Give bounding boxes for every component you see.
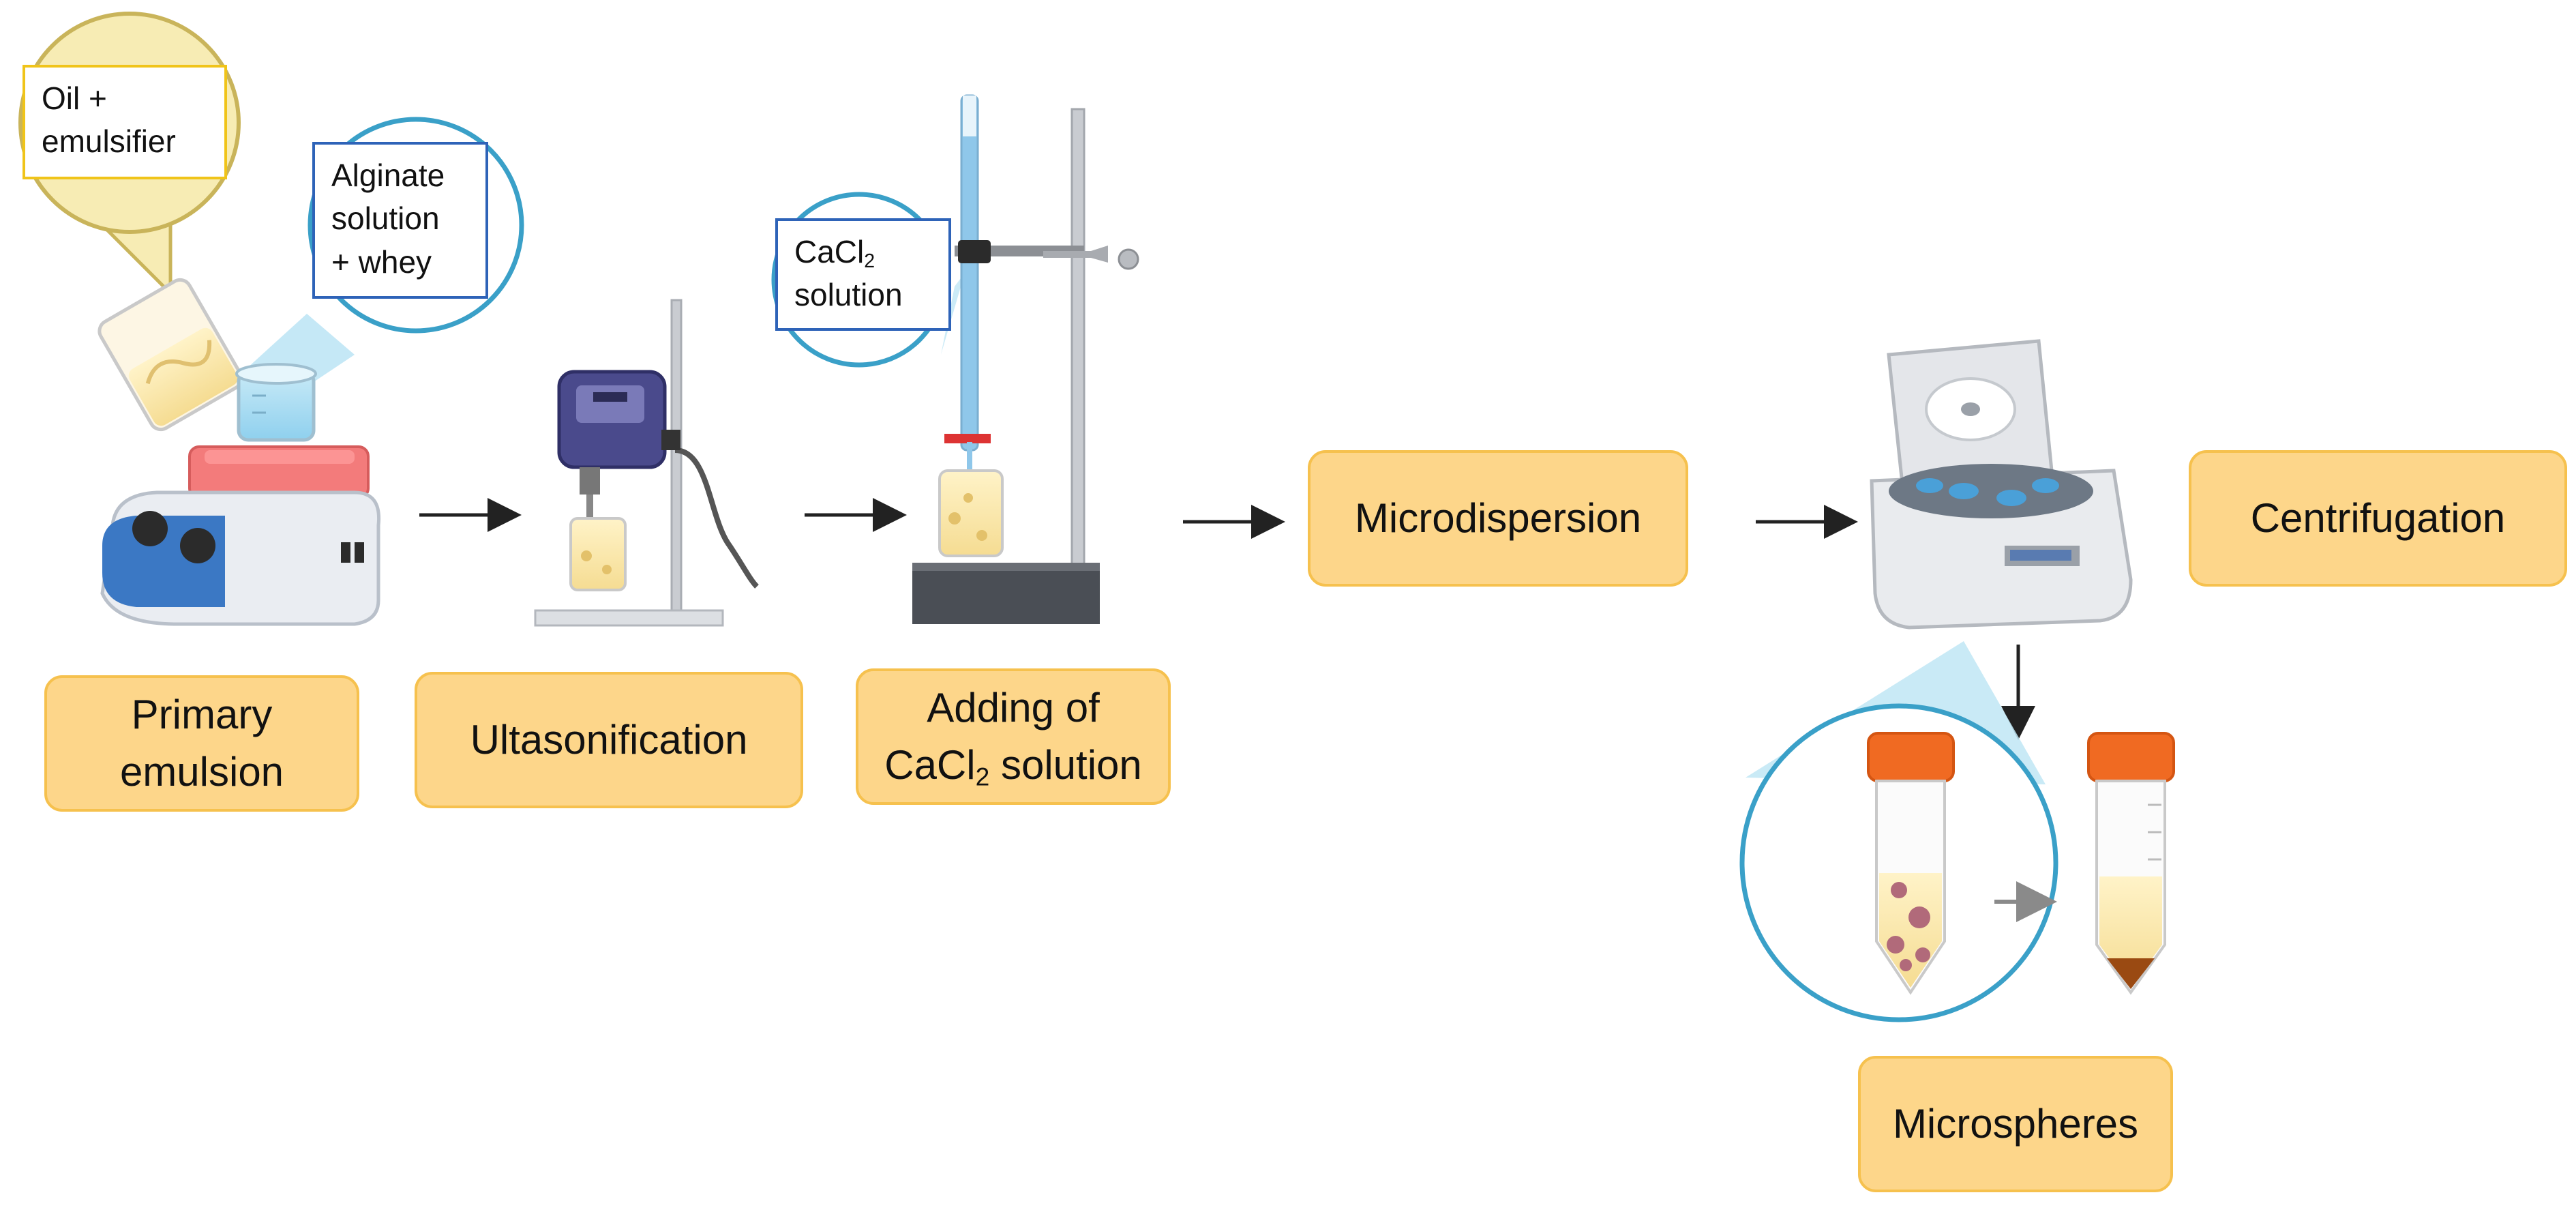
note-cacl2-line1: CaCl2 xyxy=(794,231,932,274)
burette-stand-icon xyxy=(912,94,1139,624)
step-microdispersion: Microdispersion xyxy=(1308,450,1688,587)
note-oil-emulsifier: Oil + emulsifier xyxy=(23,65,227,179)
note-alginate-line1: Alginate xyxy=(331,158,445,193)
hotplate-stirrer-icon xyxy=(100,363,381,626)
ultrasonic-homogenizer-icon xyxy=(534,299,759,627)
step-primary-emulsion-line1: Primary xyxy=(131,692,273,737)
step-cacl2-subscript: 2 xyxy=(975,762,990,791)
note-alginate-line3: + whey xyxy=(331,244,432,280)
beaker-pouring-icon xyxy=(98,278,243,432)
step-microspheres-label: Microspheres xyxy=(1892,1101,2139,1147)
step-ultrasonification: Ultasonification xyxy=(415,672,803,808)
note-cacl2-line2: solution xyxy=(794,277,903,313)
step-primary-emulsion-line2: emulsion xyxy=(119,749,284,795)
step-adding-cacl2-line1: Adding of xyxy=(927,685,1100,731)
step-centrifugation: Centrifugation xyxy=(2189,450,2567,587)
note-oil-line2: emulsifier xyxy=(42,123,176,160)
note-cacl2-solution: CaCl2 solution xyxy=(775,218,951,331)
step-cacl2-suffix: solution xyxy=(989,742,1142,788)
note-cacl2-subscript: 2 xyxy=(864,250,875,273)
note-alginate-whey: Alginate solution + whey xyxy=(312,142,488,299)
step-cacl2-formula: CaCl xyxy=(884,742,976,788)
step-centrifugation-label: Centrifugation xyxy=(2250,495,2506,541)
step-ultrasonification-label: Ultasonification xyxy=(470,717,748,763)
note-oil-line1: Oil + xyxy=(42,80,107,116)
step-adding-cacl2-line2: CaCl2 solution xyxy=(884,737,1142,794)
step-microdispersion-label: Microdispersion xyxy=(1354,495,1642,541)
centrifuge-icon xyxy=(1870,339,2133,630)
note-alginate-line2: solution xyxy=(331,201,440,237)
centrifuge-tube-icon xyxy=(2087,732,2175,995)
step-primary-emulsion: Primary emulsion xyxy=(44,675,359,812)
tube-bubble xyxy=(1739,703,2058,1022)
step-microspheres: Microspheres xyxy=(1858,1056,2173,1192)
step-adding-cacl2: Adding of CaCl2 solution xyxy=(856,668,1171,805)
note-cacl2-formula: CaCl xyxy=(794,234,865,269)
